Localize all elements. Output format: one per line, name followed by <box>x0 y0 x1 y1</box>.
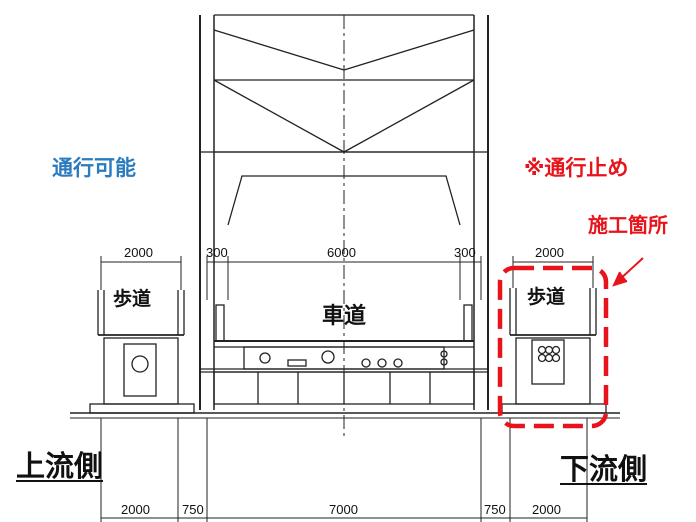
right-sidewalk-structure <box>501 288 607 414</box>
construction-site-label: 施工箇所 <box>588 213 668 237</box>
left-sidewalk-structure <box>89 290 195 414</box>
top-dimension-lines <box>100 256 594 300</box>
vehicle-envelope <box>227 175 461 226</box>
dim-top-right-walk: 2000 <box>535 245 564 260</box>
dim-bottom-left-gap: 750 <box>182 502 204 517</box>
upstream-side-label: 上流側 <box>16 449 104 483</box>
dim-top-left-walk: 2000 <box>124 245 153 260</box>
left-sidewalk-label: 歩道 <box>113 288 152 310</box>
dim-bottom-left-walk: 2000 <box>121 502 150 517</box>
bottom-dimension-lines <box>100 418 588 522</box>
dim-top-right-edge: 300 <box>454 245 476 260</box>
dim-bottom-road: 7000 <box>329 502 358 517</box>
dim-top-left-edge: 300 <box>206 245 228 260</box>
dim-bottom-right-walk: 2000 <box>532 502 561 517</box>
closed-status-label: ※通行止め <box>524 156 629 180</box>
roadway-label: 車道 <box>322 304 367 329</box>
site-arrow <box>612 257 644 287</box>
roadway-deck <box>200 304 488 405</box>
construction-site-highlight <box>497 265 609 429</box>
dim-top-road: 6000 <box>327 245 356 260</box>
downstream-side-label: 下流側 <box>560 452 648 486</box>
open-status-label: 通行可能 <box>52 156 136 180</box>
dim-bottom-right-gap: 750 <box>484 502 506 517</box>
right-sidewalk-label: 歩道 <box>527 286 566 308</box>
